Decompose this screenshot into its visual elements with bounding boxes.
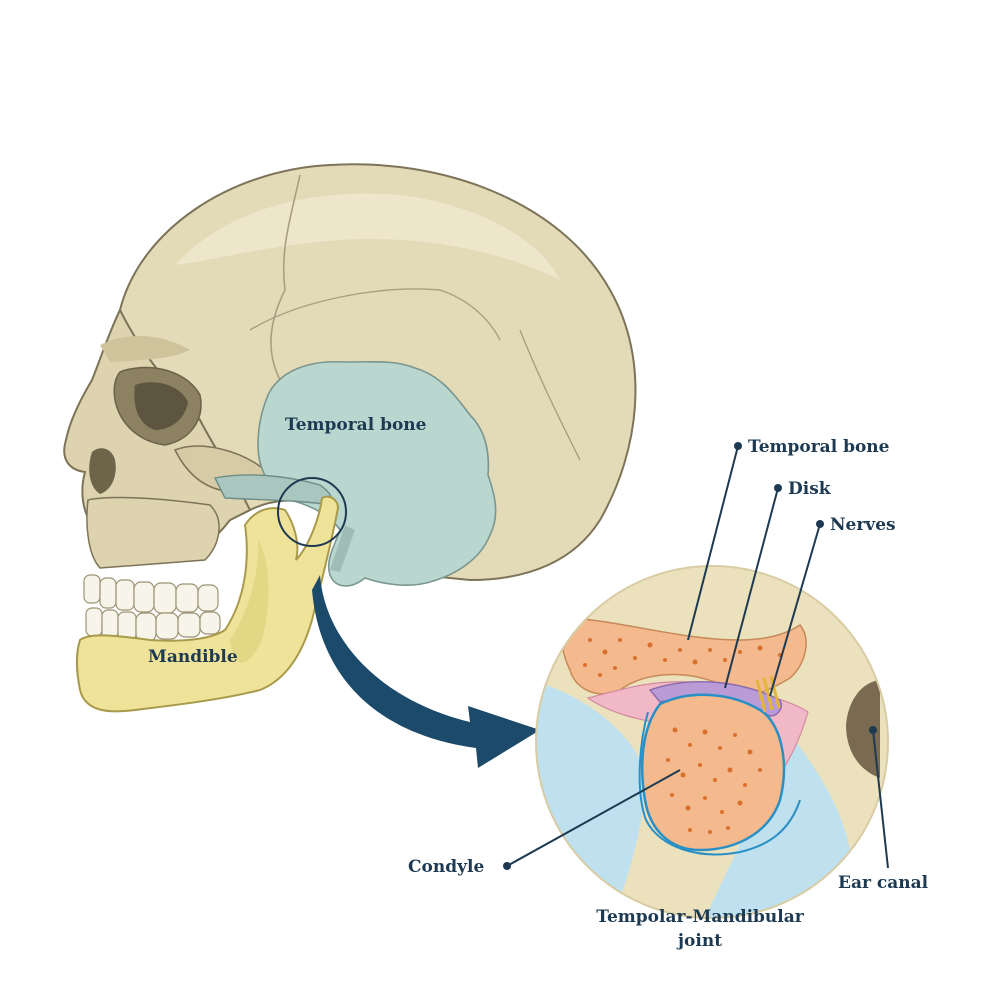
skull: Temporal bone Mandible (63, 163, 637, 713)
lower-teeth (85, 607, 221, 642)
eye-socket-inner (134, 382, 188, 430)
inset-temporal-bone-label: Temporal bone (748, 437, 890, 457)
spongy-bone-dots (583, 638, 782, 834)
inset-nerves-label: Nerves (830, 515, 896, 535)
magnifier-circle-icon (277, 477, 347, 547)
inset-condyle (641, 693, 786, 852)
caption-line2: joint (676, 931, 722, 951)
inset-condyle-label: Condyle (408, 857, 484, 877)
lambdoid-suture (519, 329, 581, 461)
caption-line1: Tempolar-Mandibular (596, 907, 804, 927)
curved-arrow-icon (312, 575, 540, 768)
maxilla (86, 496, 220, 569)
inset-disk-label: Disk (788, 479, 832, 499)
styloid-process (330, 525, 355, 572)
upper-teeth (83, 574, 219, 614)
inset-labels: Temporal bone Disk Nerves Condyle Ear ca… (408, 437, 929, 951)
tmj-inset (535, 565, 889, 919)
mandible-shadow (230, 540, 269, 663)
squamosal-suture (249, 288, 501, 341)
nasal-cavity (89, 448, 116, 494)
skull-mandible-label: Mandible (148, 647, 238, 667)
skull-temporal-bone-label: Temporal bone (285, 415, 427, 435)
inset-ear-canal-label: Ear canal (838, 873, 929, 893)
cranium-highlight (175, 193, 560, 280)
soft-tissue-right (700, 720, 851, 918)
inset-ear-canal (846, 680, 880, 778)
mandible-bone (76, 495, 340, 713)
inset-condyle-rim (638, 711, 801, 856)
brow-ridge (100, 335, 190, 362)
inset-nerves (755, 675, 781, 713)
coronal-suture (270, 174, 301, 381)
